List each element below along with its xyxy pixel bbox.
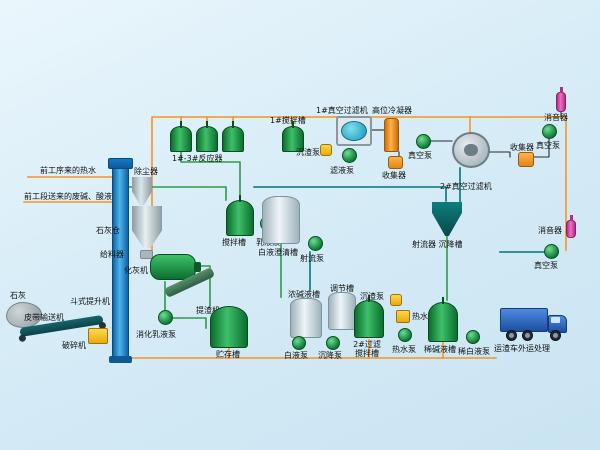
crusher-icon (88, 328, 108, 344)
lime-slaker-icon (150, 254, 201, 280)
dilute-alkali-tank-icon (428, 297, 458, 342)
vacuum-pump-1-icon (416, 134, 431, 149)
white-liquor-pump-label: 白液泵 (284, 351, 308, 360)
vacuum-pump-3-icon (544, 244, 559, 259)
jet-pump-icon (308, 236, 323, 251)
jet-pump-label: 射流泵 (300, 254, 324, 263)
bucket-elevator-label: 斗式提升机 (70, 297, 110, 306)
pipes-green (128, 151, 448, 329)
lime-label: 石灰 (10, 291, 26, 300)
clarifier-label: 白液澄清槽 (258, 248, 298, 257)
mixing-tank-label: 搅拌槽 (222, 238, 246, 247)
reactor-1-icon (170, 121, 192, 152)
filtrate-pump-label: 滤液泵 (330, 166, 354, 175)
slag-truck-icon (500, 304, 572, 342)
waste-liquor-in-label: 前工段送来的废碱、酸液 (24, 192, 112, 201)
filtrate-pump-icon (342, 148, 357, 163)
mixing-tank-icon (226, 195, 254, 236)
slag-extractor-label: 提渣机 (196, 306, 220, 315)
filter2-mixing-tank-label: 2#过滤 搅拌槽 (353, 340, 381, 359)
truck-wheel (522, 330, 533, 341)
vacuum-pump-1-label: 真空泵 (408, 151, 432, 160)
sediment-pump-1-icon (320, 144, 332, 156)
feeder-icon (140, 250, 153, 259)
settling-pump-label: 沉降泵 (318, 351, 342, 360)
slaking-emulsion-pump-icon (158, 310, 173, 325)
pipes-teal (253, 167, 545, 291)
filter2-mixing-tank-icon (354, 295, 384, 338)
belt-conveyor-label: 皮带输送机 (24, 313, 64, 322)
dilute-white-liquor-pump-icon (466, 330, 480, 344)
white-liquor-pump-icon (292, 336, 306, 350)
reactor-2-icon (196, 121, 218, 152)
reactor-3-icon (222, 121, 244, 152)
muffler-2-label: 消音器 (538, 226, 562, 235)
regulating-tank-icon (328, 292, 356, 330)
vacuum-filter-1-label: 1#真空过滤机 (316, 106, 368, 115)
dilute-white-liquor-pump-label: 稀白液泵 (458, 347, 490, 356)
strong-alkali-tank-icon (290, 298, 322, 338)
dust-collector-label: 除尘器 (134, 167, 158, 176)
vacuum-pump-3-label: 真空泵 (534, 261, 558, 270)
truck-wheel (550, 330, 561, 341)
lime-slaker-label: 化灰机 (124, 266, 148, 275)
truck-cargo-box (500, 308, 548, 332)
hot-water-pump-a-label: 热水泵 (412, 312, 436, 321)
vacuum-pump-2-icon (542, 124, 557, 139)
vacuum-filter-1-icon (336, 116, 372, 146)
crusher-label: 破碎机 (62, 341, 86, 350)
vacuum-filter-2-label: 2#真空过滤机 (440, 182, 492, 191)
regulating-tank-label: 调节槽 (330, 284, 354, 293)
vacuum-pump-2-label: 真空泵 (536, 141, 560, 150)
lime-pile-icon (6, 302, 42, 328)
reactors-label: 1#-3#反应器 (172, 154, 223, 163)
muffler-1-icon (556, 87, 566, 112)
pipes-black (371, 111, 562, 158)
mixing-tank-1-label: 1#搅拌槽 (270, 116, 306, 125)
collector-2-label: 收集器 (510, 143, 534, 152)
slag-truck-label: 运渣车外运处理 (494, 344, 550, 353)
truck-wheel (506, 330, 517, 341)
hot-water-pump-b-label: 热水泵 (392, 345, 416, 354)
mixing-tank-1-icon (282, 121, 304, 152)
collector-1-icon (388, 156, 403, 169)
clarifier-icon (262, 196, 300, 244)
bucket-elevator-icon (108, 158, 133, 363)
jet-settling-tank-label: 射流器 沉降槽 (412, 240, 463, 249)
condenser-label: 高位冷凝器 (372, 106, 412, 115)
dilute-alkali-tank-label: 稀碱液槽 (424, 345, 456, 354)
dust-collector-icon (132, 177, 152, 205)
collector-2-icon (518, 152, 534, 167)
hot-water-in-label: 前工序来的热水 (40, 166, 96, 175)
hot-water-pump-b-icon (398, 328, 412, 342)
lime-silo-label: 石灰仓 (96, 226, 120, 235)
settling-pump-icon (326, 336, 340, 350)
condenser-icon (384, 118, 399, 152)
muffler-1-label: 消音器 (544, 113, 568, 122)
vacuum-filter-2-icon (452, 132, 490, 168)
sediment-pump-2-label: 沉渣泵 (360, 292, 384, 301)
collector-1-label: 收集器 (382, 171, 406, 180)
sediment-pump-2-icon (390, 294, 402, 306)
sediment-pump-1-label: 沉渣泵 (296, 148, 320, 157)
feeder-label: 给料器 (100, 250, 124, 259)
strong-alkali-tank-label: 浓碱液槽 (288, 290, 320, 299)
storage-tank-icon (210, 306, 248, 348)
truck-window (551, 317, 560, 323)
slaking-emulsion-pump-label: 消化乳液泵 (136, 330, 176, 339)
muffler-2-icon (566, 215, 576, 238)
storage-tank-label: 贮存槽 (216, 350, 240, 359)
hot-water-pump-a-icon (396, 310, 410, 323)
